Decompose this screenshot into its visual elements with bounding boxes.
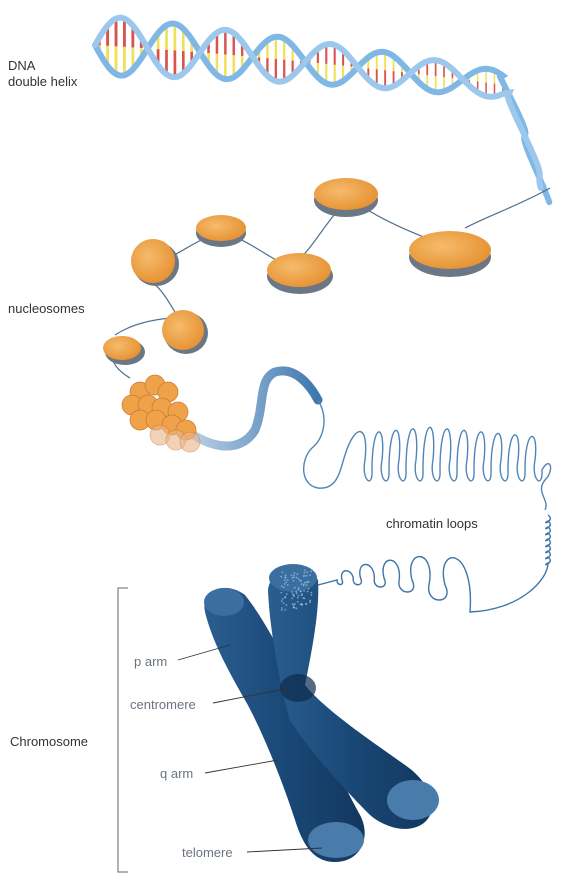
chromatin-dot (300, 580, 302, 582)
chromatin-dot (308, 581, 310, 583)
chromatin-dot (285, 574, 287, 576)
nucleosome (131, 239, 179, 286)
chromatin-dot (311, 592, 313, 594)
chromatin-dot (284, 583, 286, 585)
chromatin-dot (281, 607, 283, 609)
chromatin-dot (296, 577, 298, 579)
q-arm-label: q arm (160, 766, 193, 781)
chromatin-dot (292, 577, 294, 579)
chromatin-dot (301, 593, 303, 595)
chromatin-dot (294, 603, 296, 605)
chromatin-fiber (122, 371, 551, 612)
chromatin-dot (291, 591, 293, 593)
chromatin-dot (292, 593, 294, 595)
chromatin-dot (293, 595, 295, 597)
chromatin-dot (298, 589, 300, 591)
chromatin-dot (291, 598, 293, 600)
nucleosome (196, 215, 246, 247)
dna-backbone-strand (95, 24, 549, 203)
chromatin-dot (294, 587, 296, 589)
telomere-left-top (204, 588, 244, 616)
dna-label-line2: double helix (8, 74, 77, 89)
chromatin-dot (296, 573, 298, 575)
telomere-label: telomere (182, 845, 233, 860)
chromosome-label: Chromosome (10, 734, 88, 749)
chromatin-dot (305, 603, 307, 605)
chromatin-dot (294, 572, 296, 574)
packed-nucleosome (180, 432, 200, 452)
chromatin-dot (300, 590, 302, 592)
chromatin-dot (281, 600, 283, 602)
chromatin-dot (285, 576, 287, 578)
chromatin-dot (287, 584, 289, 586)
telomere-bottom-left (308, 822, 364, 858)
chromosome-bracket (118, 588, 128, 872)
chromatin-dot (296, 607, 298, 609)
chromatin-dot (297, 597, 299, 599)
chromatin-dot (304, 582, 306, 584)
chromatin-dot (307, 591, 309, 593)
chromatin-dot (306, 571, 308, 573)
telomere-bottom-right (387, 780, 439, 820)
chromatin-dot (280, 592, 282, 594)
chromatin-dot (292, 603, 294, 605)
nucleosome (267, 253, 333, 294)
nucleosome (162, 310, 208, 354)
chromatin-dot (283, 602, 285, 604)
chromosome (204, 564, 439, 862)
nucleosomes-label: nucleosomes (8, 301, 85, 316)
chromatin-dot (285, 604, 287, 606)
chromatin-dot (309, 574, 311, 576)
chromatin-dot (293, 575, 295, 577)
chromatin-dot (303, 575, 305, 577)
chromatin-dot (280, 576, 282, 578)
chromatin-dot (283, 587, 285, 589)
nucleosomes-group (103, 178, 491, 365)
chromatin-dot (295, 591, 297, 593)
chromatin-dot (301, 604, 303, 606)
chromatin-dot (284, 579, 286, 581)
chromatin-dot (301, 583, 303, 585)
nucleosome (409, 231, 491, 277)
chromatin-dot (293, 607, 295, 609)
chromatin-dot (309, 601, 311, 603)
dna-backbone-strand (95, 18, 541, 188)
chromatin-dot (281, 609, 283, 611)
chromatin-dot (303, 590, 305, 592)
centromere-label: centromere (130, 697, 196, 712)
chromatin-dot (311, 594, 313, 596)
chromatin-dot (297, 601, 299, 603)
chromatin-dot (284, 609, 286, 611)
chromatin-loops-fiber (304, 400, 551, 510)
dna-double-helix (95, 18, 549, 202)
nucleosome (103, 336, 145, 365)
chromatin-dot (304, 569, 306, 571)
dna-label-line1: DNA (8, 58, 35, 73)
chromatin-loops-label: chromatin loops (386, 516, 478, 531)
nucleosome (314, 178, 378, 217)
chromatin-dot (282, 598, 284, 600)
chromatin-dot (291, 574, 293, 576)
chromatin-dot (287, 579, 289, 581)
chromatin-dot (282, 571, 284, 573)
chromatin-dot (309, 600, 311, 602)
chromatin-dot (284, 597, 286, 599)
chromatin-dot (286, 593, 288, 595)
centromere-dark (280, 674, 316, 702)
chromatin-dot (303, 597, 305, 599)
chromatin-dot (297, 578, 299, 580)
chromatin-dot (304, 572, 306, 574)
chromatin-dot (285, 582, 287, 584)
chromatin-dot (303, 583, 305, 585)
chromatin-dot (310, 570, 312, 572)
chromatin-dot (298, 595, 300, 597)
chromatin-dot (293, 580, 295, 582)
nucleosome-cluster (122, 375, 200, 452)
chromatin-dot (306, 582, 308, 584)
chromatin-dot (281, 585, 283, 587)
chromatin-dot (308, 588, 310, 590)
p-arm-label: p arm (134, 654, 167, 669)
chromatin-dot (306, 575, 308, 577)
chromatin-dot (306, 584, 308, 586)
